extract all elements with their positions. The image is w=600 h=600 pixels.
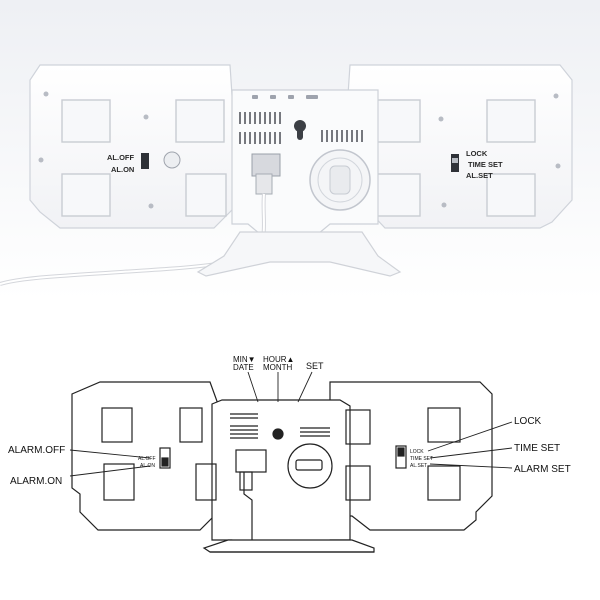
- diagram-cable: [243, 472, 253, 540]
- callout-min-date-2: DATE: [233, 363, 254, 372]
- digit-windows-right: [375, 99, 536, 217]
- callout-leaders: [69, 371, 513, 477]
- switch-small-time-set: TIME SET: [410, 456, 433, 462]
- diagram-vents: [230, 413, 330, 439]
- photo-label-al-set: AL.SET: [466, 171, 493, 180]
- switch-small-lock: LOCK: [410, 449, 424, 455]
- switch-small-al-off: AL.OFF: [138, 456, 156, 462]
- photo-label-time-set: TIME SET: [468, 160, 503, 169]
- clock-stand: [196, 231, 402, 277]
- diagram-battery-cover: [287, 443, 333, 489]
- clock-photo: AL.OFF AL.ON LOCK TIME SET AL.SET: [0, 0, 600, 300]
- callout-alarm-set: ALARM SET: [514, 464, 571, 475]
- diagram-left-panel: [71, 381, 219, 531]
- alarm-switch-photo: [141, 151, 181, 169]
- battery-cover: [309, 149, 371, 211]
- diagram-keyhole: [272, 428, 284, 440]
- photo-label-al-on: AL.ON: [111, 165, 134, 174]
- callout-set: SET: [306, 361, 324, 371]
- digit-windows-left: [61, 99, 227, 217]
- callout-hour-month-1: HOUR▲: [263, 355, 294, 364]
- callout-min-date-1: MIN▼: [233, 355, 256, 364]
- clock-line-diagram: [69, 371, 513, 553]
- photo-label-lock: LOCK: [466, 149, 488, 158]
- top-buttons-photo: [252, 95, 318, 99]
- vent-slots: [239, 112, 363, 144]
- callout-alarm-off: ALARM.OFF: [8, 445, 65, 456]
- switch-small-al-on: AL.ON: [140, 463, 155, 469]
- photo-label-al-off: AL.OFF: [107, 153, 134, 162]
- callout-lock: LOCK: [514, 416, 542, 427]
- keyhole-hanger: [294, 120, 306, 140]
- diagram-mode-switch: [395, 445, 407, 469]
- callout-hour-month-2: MONTH: [263, 363, 293, 372]
- callout-time-set: TIME SET: [514, 443, 560, 454]
- diagram-alarm-switch: [159, 447, 171, 469]
- mode-switch-photo: [451, 154, 459, 172]
- screw-dots: [38, 91, 561, 209]
- callout-alarm-on: ALARM.ON: [10, 476, 62, 487]
- diagram-back-module: [211, 399, 351, 547]
- diagram-stand: [202, 539, 375, 553]
- diagram-labels: MIN▼ DATE HOUR▲ MONTH SET ALARM.OFF ALAR…: [8, 355, 571, 487]
- switch-small-al-set: AL.SET: [410, 463, 427, 469]
